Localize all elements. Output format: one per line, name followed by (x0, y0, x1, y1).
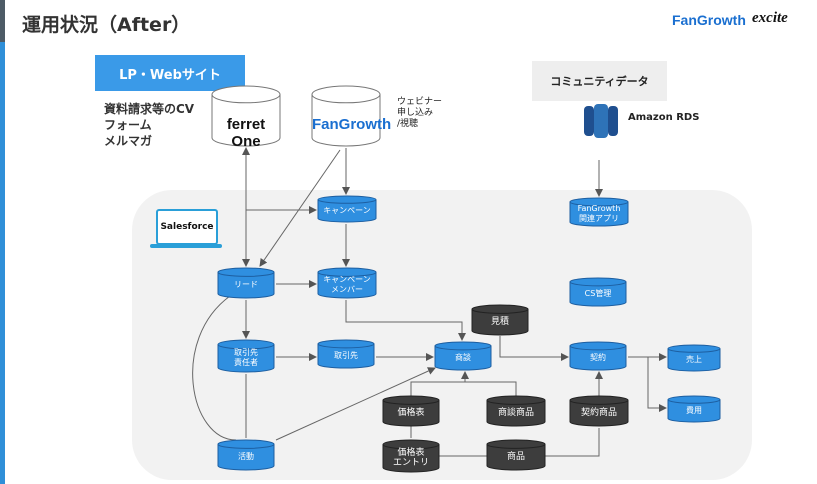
lp-desc-line: 資料請求等のCV (104, 102, 195, 116)
cylinder-pricebook (382, 395, 440, 427)
fangrowth-logo: FanGrowth (672, 12, 746, 28)
node-sales-label: 売上 (686, 355, 702, 364)
cylinder-opp_product (486, 395, 546, 427)
node-product-label: 商品 (506, 452, 525, 462)
webinar-line: ウェビナー (397, 97, 443, 107)
amazon-rds-icon (584, 104, 618, 138)
lp-website-box: LP・Webサイト (95, 55, 245, 91)
connector-line (647, 357, 667, 412)
cylinder-sales (667, 344, 721, 372)
cylinder-account (317, 339, 375, 369)
node-contract_product-label: 契約商品 (580, 408, 617, 418)
connector-line (192, 295, 237, 441)
cylinder-fg_app (569, 197, 629, 227)
salesforce-area (132, 190, 752, 480)
cylinder-quote (471, 304, 529, 336)
node-quote-label: 見積 (490, 317, 509, 327)
node-cost-label: 費用 (686, 406, 702, 415)
excite-logo: excite (752, 10, 788, 26)
connector-line (345, 300, 466, 341)
node-account-label: 取引先 (334, 351, 358, 360)
webinar-line: 申し込み (397, 108, 434, 118)
node-pricebook-label: 価格表 (397, 408, 425, 418)
node-fg_app-label: FanGrowth 関連アプリ (577, 204, 621, 223)
node-contact-label: 取引先 責任者 (234, 348, 258, 367)
cylinder-activity (217, 439, 275, 471)
node-campaign-label: キャンペーン (323, 206, 371, 215)
accent-bar-top (0, 0, 5, 42)
salesforce-icon: Salesforce (156, 209, 218, 245)
cylinder-contract (569, 341, 627, 371)
cylinder-cs (569, 277, 627, 307)
salesforce-icon-base (150, 244, 222, 248)
lp-desc-line: メルマガ (104, 134, 153, 148)
node-cs-label: CS管理 (584, 289, 612, 298)
webinar-label: ウェビナー 申し込み /視聴 (397, 97, 442, 130)
connector-line (545, 428, 600, 457)
node-activity-label: 活動 (238, 452, 254, 461)
cylinder-lead (217, 267, 275, 299)
connector-line (410, 381, 517, 396)
cylinder-campaign_member (317, 267, 377, 299)
node-opportunity-label: 商談 (455, 353, 471, 362)
lp-description: 資料請求等のCV フォーム メルマガ (104, 101, 194, 149)
lp-desc-line: フォーム (104, 118, 152, 132)
connector-line (259, 149, 341, 267)
fangrowth-source-logo: FanGrowth (312, 116, 392, 133)
cylinder-product (486, 439, 546, 471)
cylinder-contract_product (569, 395, 629, 427)
node-campaign_member-label: キャンペーン メンバー (323, 275, 371, 294)
node-pricebook_entry-label: 価格表 エントリ (392, 448, 429, 468)
amazon-rds-label: Amazon RDS (628, 112, 700, 123)
page-title: 運用状況（After） (22, 14, 191, 36)
community-data-box: コミュニティデータ (532, 61, 667, 101)
cylinder-campaign (317, 195, 377, 223)
accent-bar-side (0, 42, 5, 484)
webinar-line: /視聴 (397, 119, 419, 129)
connector-line (499, 336, 569, 361)
connector-line (275, 367, 436, 441)
cylinder-ferret-one (211, 85, 281, 147)
cylinder-cost (667, 395, 721, 423)
cylinder-contact (217, 339, 275, 373)
ferret-one-logo: ferret One (226, 116, 266, 150)
node-lead-label: リード (234, 280, 258, 289)
node-opp_product-label: 商談商品 (497, 408, 534, 418)
cylinder-fangrowth (311, 85, 381, 147)
node-contract-label: 契約 (590, 353, 606, 362)
cylinder-opportunity (434, 341, 492, 371)
cylinder-pricebook_entry (382, 439, 440, 473)
